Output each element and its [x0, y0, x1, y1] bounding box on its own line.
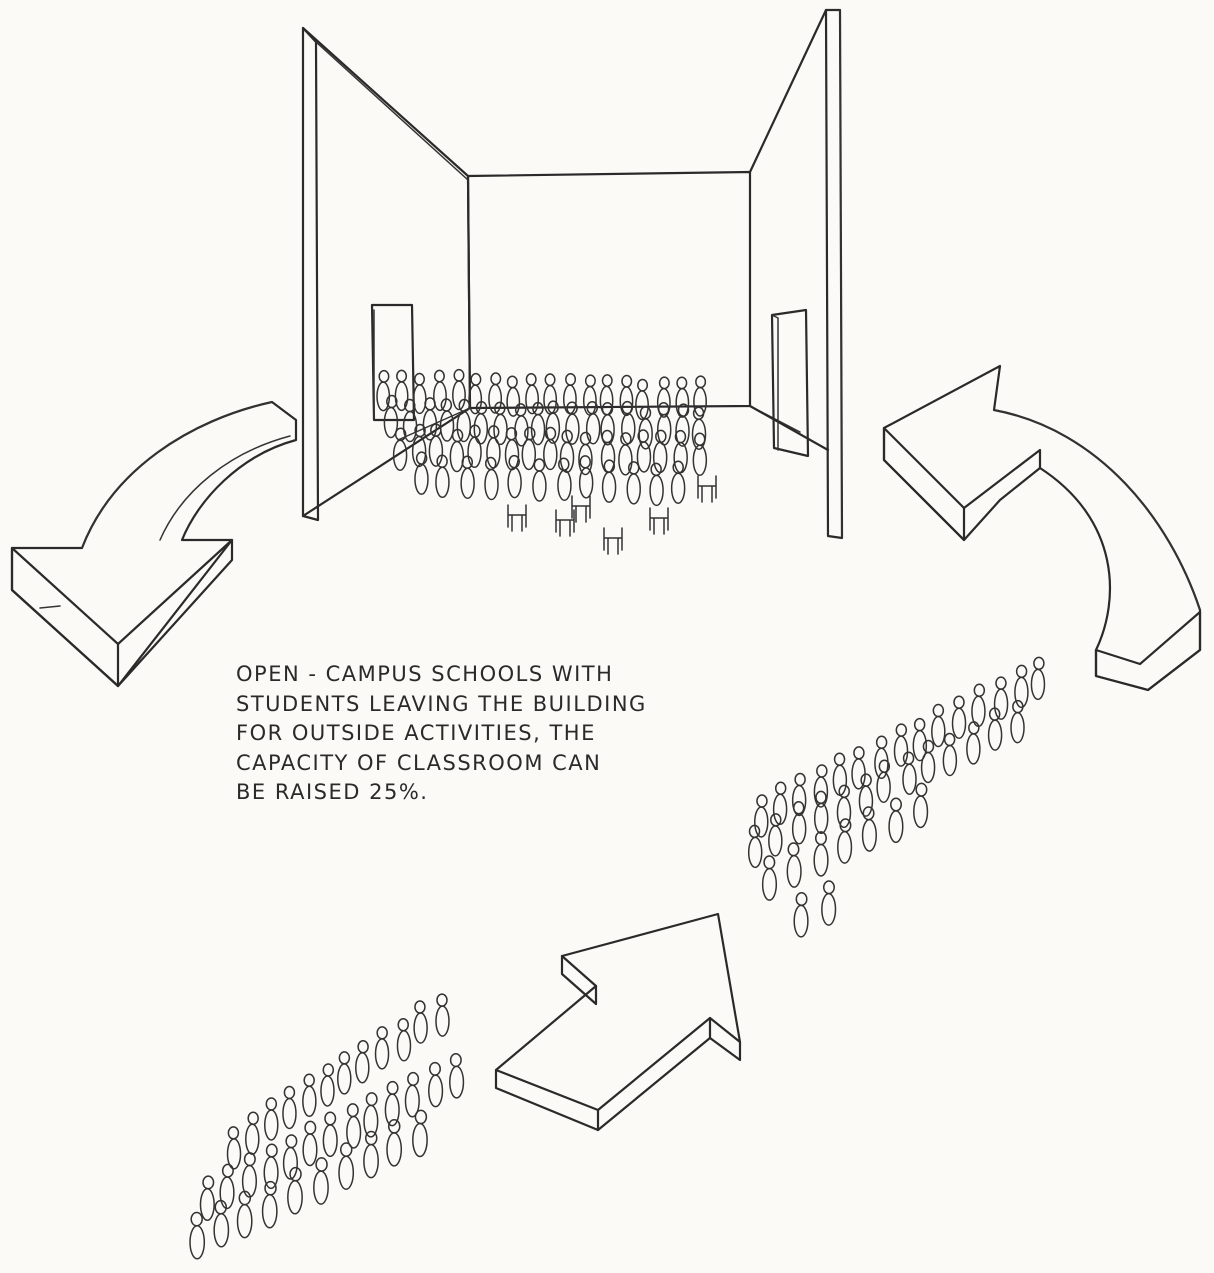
student-figure [522, 427, 535, 469]
student-figure [602, 431, 615, 473]
student-figure [200, 1176, 214, 1220]
student-figure [376, 1027, 389, 1069]
student-figure [914, 783, 928, 827]
student-figure [238, 1191, 252, 1237]
student-figure [314, 1158, 328, 1204]
student-figure [414, 1001, 427, 1043]
student-figure [763, 856, 777, 900]
student-figure [243, 1153, 257, 1197]
student-figure [338, 1052, 351, 1094]
student-figure [672, 461, 685, 503]
student-figure [755, 795, 768, 837]
student-group-classroom [377, 370, 706, 506]
student-figure [787, 843, 801, 887]
student-figure [972, 684, 985, 726]
student-figure [508, 456, 521, 498]
curved-arrow-right-icon [884, 366, 1200, 690]
student-figure [922, 740, 935, 782]
student-figure [323, 1112, 337, 1156]
student-figure [636, 379, 648, 419]
arrow-up-right-icon [496, 914, 740, 1130]
student-figure [619, 433, 632, 475]
student-figure [228, 1127, 241, 1169]
student-figure [749, 825, 762, 867]
chair [698, 476, 716, 502]
student-figure [903, 752, 916, 794]
student-figure [627, 462, 640, 504]
student-figure [387, 1120, 401, 1166]
student-figure [507, 376, 519, 416]
student-figure [694, 376, 706, 416]
student-figure [364, 1093, 378, 1137]
student-figure [852, 747, 865, 789]
student-figure [246, 1112, 259, 1154]
student-figure [967, 722, 980, 764]
student-figure [395, 370, 407, 410]
student-figure [580, 456, 593, 498]
student-figure [544, 428, 557, 470]
student-figure [339, 1143, 353, 1189]
student-figure [214, 1201, 228, 1247]
caption-line-3: FOR OUTSIDE ACTIVITIES, THE [236, 719, 736, 749]
student-figure [515, 404, 528, 446]
student-figure [364, 1131, 378, 1177]
student-figure [397, 1019, 410, 1061]
student-figure [321, 1064, 334, 1106]
student-figure [814, 832, 828, 876]
student-figure [413, 1110, 427, 1156]
caption-line-2: STUDENTS LEAVING THE BUILDING [236, 690, 736, 720]
student-figure [450, 430, 463, 472]
student-figure [436, 455, 449, 497]
student-figure [450, 1054, 464, 1098]
curved-arrow-left-icon [12, 402, 296, 686]
student-figure [895, 724, 908, 766]
student-figure [658, 403, 671, 445]
student-figure [838, 819, 852, 863]
student-figure [603, 460, 616, 502]
student-figure [415, 452, 428, 494]
student-figure [405, 1073, 419, 1117]
student-figure [303, 1074, 316, 1116]
student-figure [303, 1121, 317, 1165]
student-figure [533, 459, 546, 501]
student-figure [693, 433, 706, 475]
student-figure [220, 1164, 234, 1208]
student-figure [822, 881, 836, 925]
student-figure [1031, 657, 1044, 699]
student-group-outside-right [749, 657, 1045, 937]
student-figure [889, 798, 903, 842]
student-figure [793, 802, 806, 844]
student-figure [953, 696, 966, 738]
student-figure [413, 374, 425, 414]
chair [508, 505, 526, 531]
chair [650, 508, 668, 534]
caption: OPEN - CAMPUS SCHOOLS WITH STUDENTS LEAV… [236, 660, 736, 808]
student-figure [989, 708, 1002, 750]
caption-line-1: OPEN - CAMPUS SCHOOLS WITH [236, 660, 736, 690]
student-figure [265, 1098, 278, 1140]
student-figure [674, 431, 687, 473]
student-figure [794, 893, 808, 937]
student-figure [429, 1063, 443, 1107]
caption-line-4: CAPACITY OF CLASSROOM CAN [236, 749, 736, 779]
student-figure [283, 1086, 296, 1128]
student-group-outside-bottom [190, 994, 463, 1259]
student-figure [859, 774, 872, 816]
student-figure [584, 375, 596, 415]
student-figure [558, 458, 571, 500]
student-figure [356, 1041, 369, 1083]
student-figure [385, 1082, 399, 1126]
student-figure [436, 994, 449, 1036]
student-figure [932, 705, 945, 747]
student-figure [943, 734, 956, 776]
classroom-icon [303, 10, 842, 538]
student-figure [815, 791, 828, 833]
student-figure [995, 677, 1008, 719]
student-figure [347, 1104, 361, 1148]
student-figure [190, 1213, 204, 1259]
caption-line-5: BE RAISED 25%. [236, 778, 736, 808]
chair [604, 528, 622, 554]
student-figure [485, 458, 498, 500]
